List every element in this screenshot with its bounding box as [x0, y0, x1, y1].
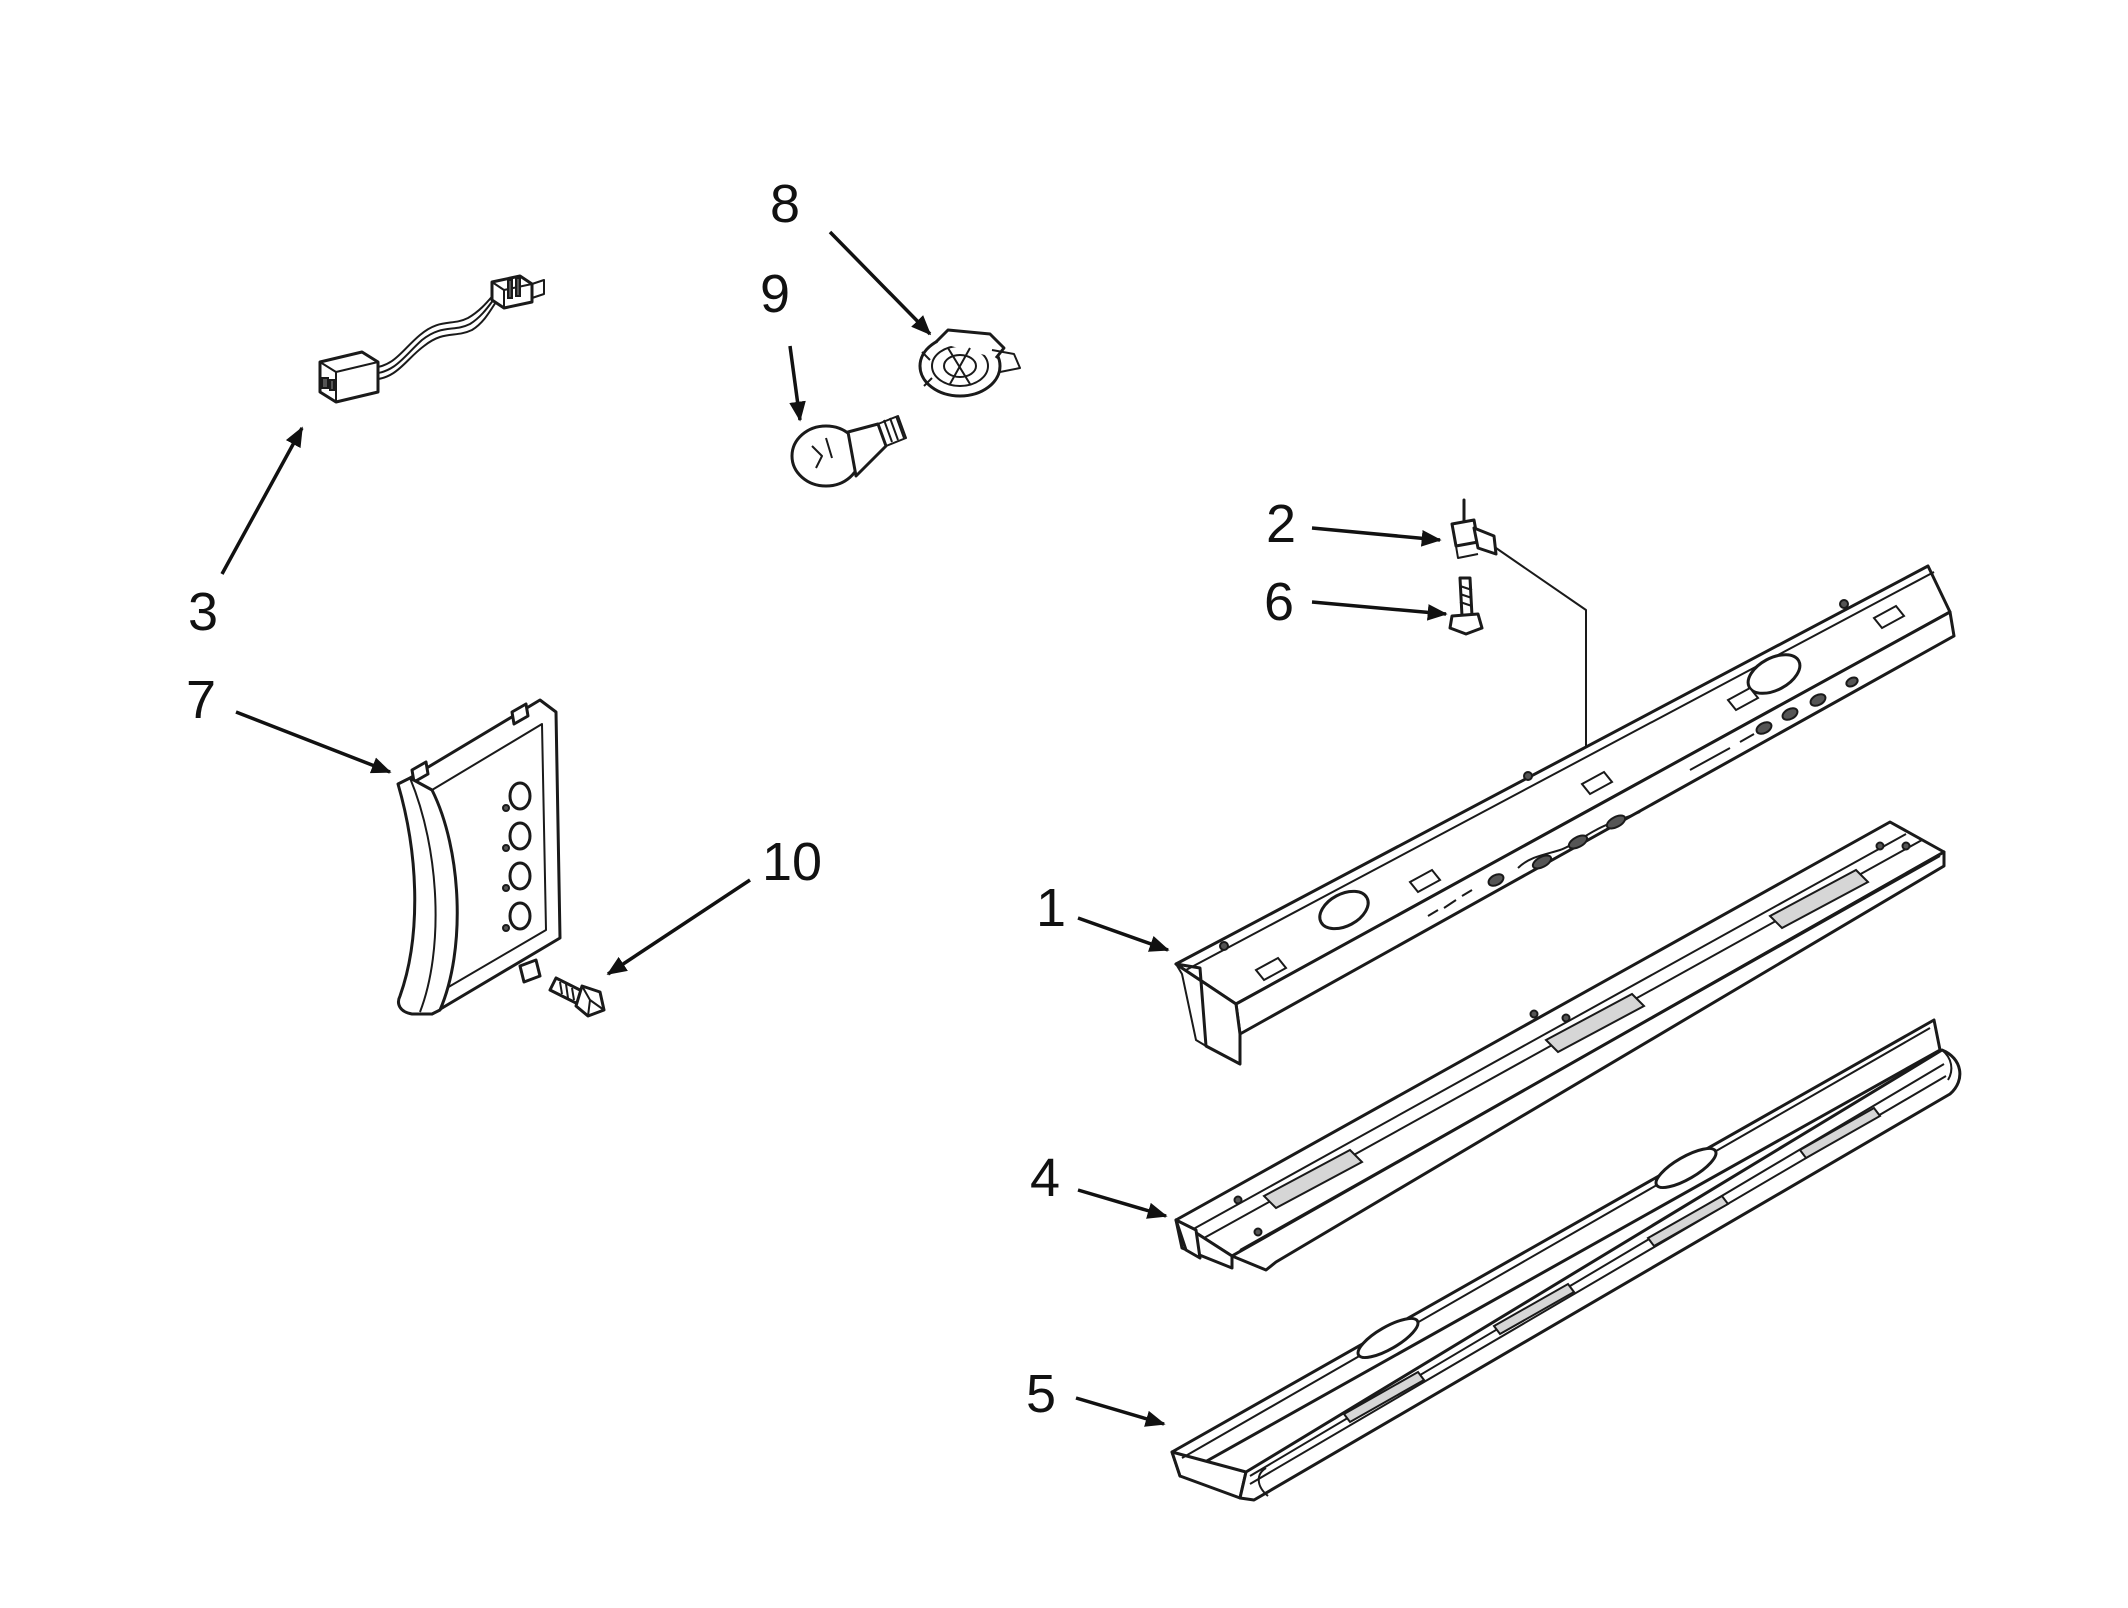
arrow-10	[606, 878, 751, 976]
clip-screw-part[interactable]	[1448, 576, 1484, 636]
callout-4: 4	[1030, 1148, 1060, 1208]
callout-8: 8	[770, 174, 800, 234]
arrow-1	[1077, 916, 1170, 952]
callout-3: 3	[188, 582, 218, 642]
bottom-rail-part[interactable]	[1170, 1018, 1962, 1502]
screw-part[interactable]	[548, 976, 606, 1018]
clip-leader-line	[1495, 547, 1587, 782]
arrow-4	[1077, 1188, 1168, 1219]
callout-5: 5	[1026, 1364, 1056, 1424]
callout-6: 6	[1264, 572, 1294, 632]
bulb-socket-part[interactable]	[918, 328, 1021, 398]
arrow-5	[1075, 1396, 1166, 1427]
mounting-clip-part[interactable]	[1450, 498, 1498, 559]
arrow-7	[235, 710, 392, 774]
arrow-9	[788, 345, 806, 422]
middle-rail-part[interactable]	[1174, 820, 1946, 1272]
arrow-3	[220, 426, 304, 575]
control-panel-part[interactable]	[396, 698, 562, 1016]
callout-9: 9	[760, 264, 790, 324]
top-rail-part[interactable]	[1174, 564, 1956, 1066]
callout-1: 1	[1036, 878, 1066, 938]
arrow-2	[1311, 526, 1442, 547]
callout-7: 7	[186, 670, 216, 730]
arrow-6	[1311, 600, 1448, 621]
callout-10: 10	[762, 832, 822, 892]
arrow-8	[828, 230, 932, 336]
light-bulb-part[interactable]	[790, 415, 907, 488]
callout-2: 2	[1266, 494, 1296, 554]
wire-harness-part[interactable]	[318, 274, 545, 404]
